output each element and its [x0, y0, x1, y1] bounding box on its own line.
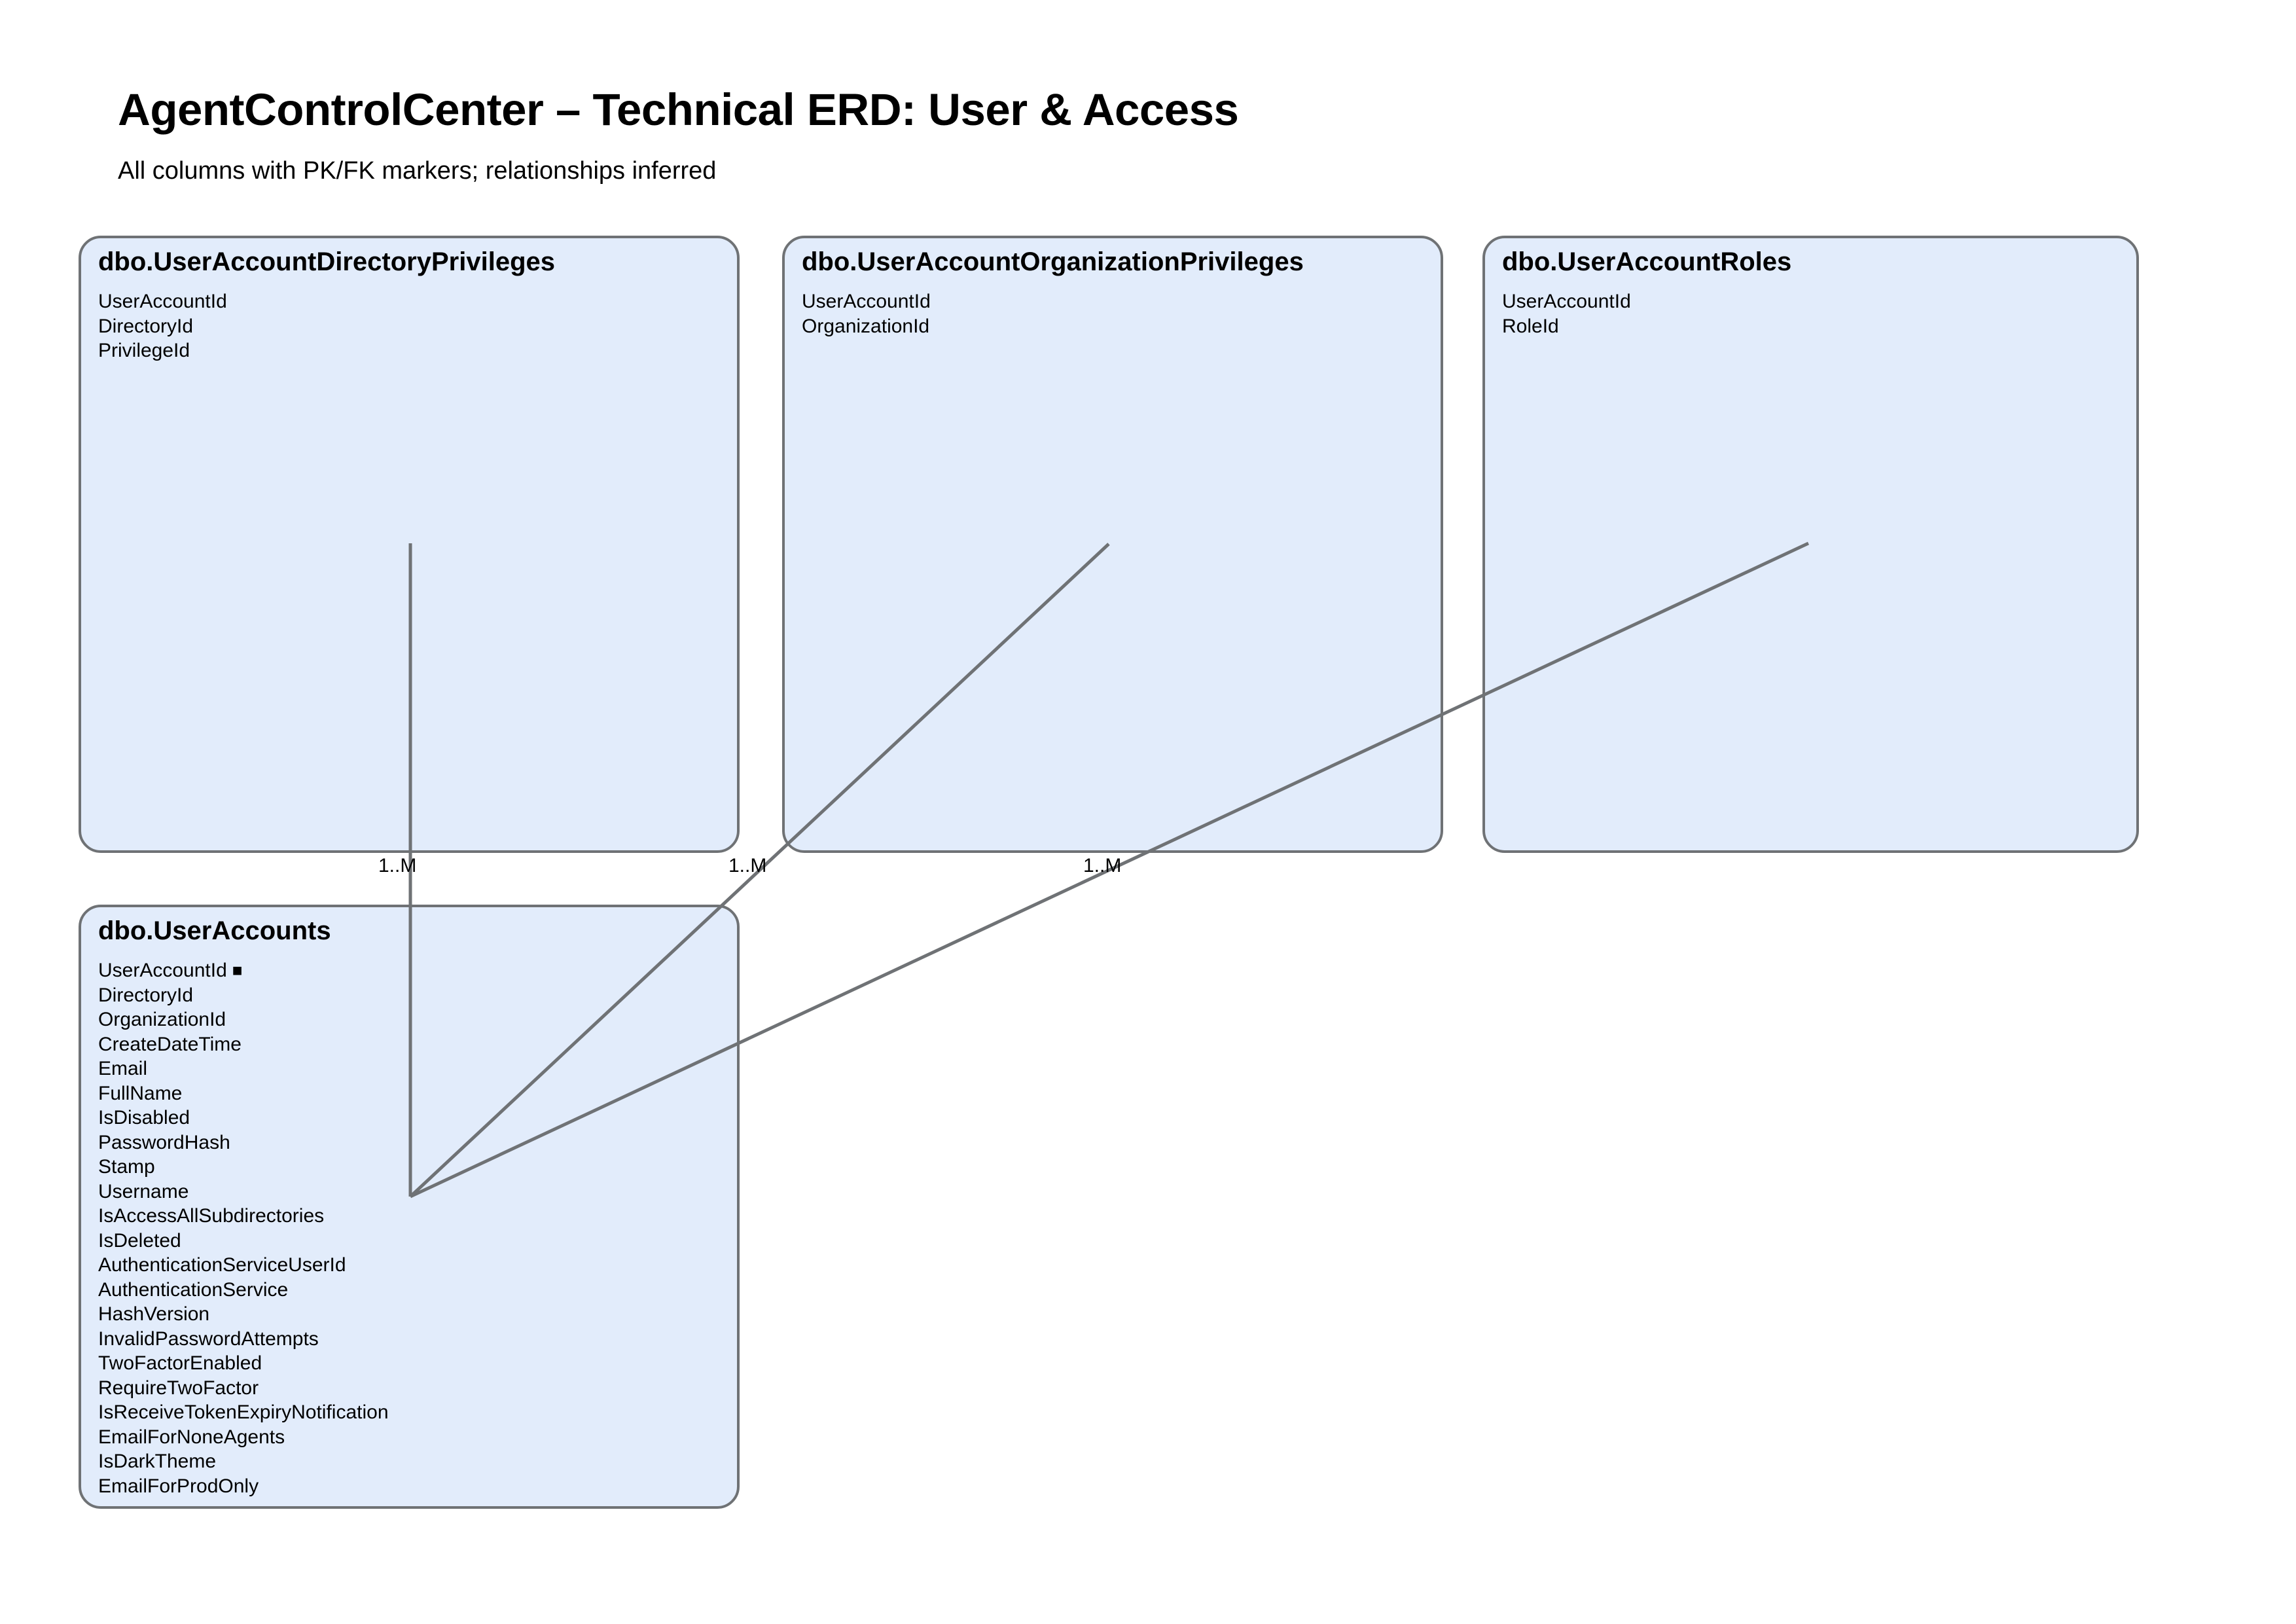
column-list: UserAccountId RoleId: [1502, 289, 2130, 338]
column-row: UserAccountId■: [98, 958, 730, 983]
cardinality-label-directory-privileges: 1..M: [378, 855, 417, 876]
column-row: PrivilegeId: [98, 338, 730, 363]
column-name: IsDisabled: [98, 1107, 190, 1128]
column-name: Username: [98, 1180, 189, 1202]
column-row: HashVersion: [98, 1302, 730, 1327]
entity-title: dbo.UserAccounts: [98, 916, 331, 945]
column-name: IsReceiveTokenExpiryNotification: [98, 1401, 389, 1423]
cardinality-label-organization-privileges: 1..M: [728, 855, 767, 876]
column-row: Email: [98, 1056, 730, 1081]
column-row: IsDeleted: [98, 1229, 730, 1254]
column-name: OrganizationId: [98, 1009, 226, 1030]
column-row: IsDisabled: [98, 1106, 730, 1130]
entity-title: dbo.UserAccountDirectoryPrivileges: [98, 247, 555, 276]
column-row: UserAccountId: [802, 289, 1434, 314]
column-row: FullName: [98, 1081, 730, 1106]
column-row: TwoFactorEnabled: [98, 1351, 730, 1376]
column-name: EmailForNoneAgents: [98, 1426, 285, 1448]
column-row: PasswordHash: [98, 1130, 730, 1155]
column-row: AuthenticationService: [98, 1278, 730, 1303]
column-row: InvalidPasswordAttempts: [98, 1327, 730, 1352]
column-name: IsAccessAllSubdirectories: [98, 1205, 325, 1227]
column-row: DirectoryId: [98, 983, 730, 1008]
entity-title: dbo.UserAccountRoles: [1502, 247, 1792, 276]
column-name: AuthenticationService: [98, 1278, 289, 1301]
column-name: EmailForProdOnly: [98, 1475, 259, 1497]
column-name: RequireTwoFactor: [98, 1377, 259, 1399]
column-row: RoleId: [1502, 314, 2130, 339]
column-row: CreateDateTime: [98, 1032, 730, 1057]
entity-user-account-organization-privileges[interactable]: dbo.UserAccountOrganizationPrivileges Us…: [782, 236, 1443, 853]
column-name: DirectoryId: [98, 315, 194, 337]
column-row: UserAccountId: [98, 289, 730, 314]
column-name: UserAccountId: [98, 291, 227, 312]
column-name: UserAccountId: [802, 291, 931, 312]
page-subtitle: All columns with PK/FK markers; relation…: [118, 157, 717, 185]
page-title: AgentControlCenter – Technical ERD: User…: [118, 84, 1239, 135]
column-name: CreateDateTime: [98, 1033, 242, 1055]
column-name: OrganizationId: [802, 315, 930, 337]
column-row: EmailForNoneAgents: [98, 1425, 730, 1450]
primary-key-marker-icon: ■: [232, 960, 243, 980]
column-row: IsAccessAllSubdirectories: [98, 1204, 730, 1229]
column-name: UserAccountId: [98, 960, 227, 981]
column-row: DirectoryId: [98, 314, 730, 339]
column-name: HashVersion: [98, 1303, 210, 1325]
entity-title: dbo.UserAccountOrganizationPrivileges: [802, 247, 1304, 276]
entity-user-account-directory-privileges[interactable]: dbo.UserAccountDirectoryPrivileges UserA…: [79, 236, 740, 853]
column-list: UserAccountId■ DirectoryId OrganizationI…: [98, 958, 730, 1498]
column-row: EmailForProdOnly: [98, 1474, 730, 1499]
column-row: OrganizationId: [802, 314, 1434, 339]
column-row: RequireTwoFactor: [98, 1376, 730, 1401]
column-name: FullName: [98, 1082, 183, 1104]
column-row: Username: [98, 1180, 730, 1204]
column-name: RoleId: [1502, 315, 1559, 337]
column-name: Stamp: [98, 1156, 155, 1178]
column-row: UserAccountId: [1502, 289, 2130, 314]
column-name: PasswordHash: [98, 1131, 230, 1153]
column-name: IsDeleted: [98, 1229, 181, 1252]
column-name: Email: [98, 1058, 148, 1079]
column-list: UserAccountId OrganizationId: [802, 289, 1434, 338]
column-name: PrivilegeId: [98, 340, 190, 361]
entity-user-accounts[interactable]: dbo.UserAccounts UserAccountId■ Director…: [79, 905, 740, 1509]
column-row: AuthenticationServiceUserId: [98, 1253, 730, 1278]
column-list: UserAccountId DirectoryId PrivilegeId: [98, 289, 730, 363]
cardinality-label-roles: 1..M: [1083, 855, 1122, 876]
column-row: IsReceiveTokenExpiryNotification: [98, 1400, 730, 1425]
column-row: OrganizationId: [98, 1007, 730, 1032]
column-name: UserAccountId: [1502, 291, 1631, 312]
column-name: InvalidPasswordAttempts: [98, 1327, 319, 1350]
column-name: TwoFactorEnabled: [98, 1352, 262, 1374]
column-row: Stamp: [98, 1155, 730, 1180]
column-name: AuthenticationServiceUserId: [98, 1254, 346, 1276]
entity-user-account-roles[interactable]: dbo.UserAccountRoles UserAccountId RoleI…: [1482, 236, 2139, 853]
column-name: IsDarkTheme: [98, 1451, 217, 1472]
column-row: IsDarkTheme: [98, 1449, 730, 1474]
column-name: DirectoryId: [98, 984, 194, 1006]
